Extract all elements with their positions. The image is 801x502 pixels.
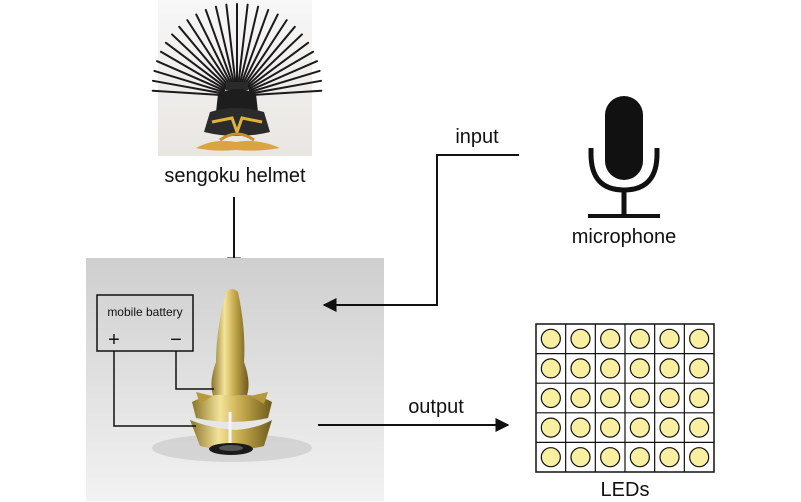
- led: [689, 447, 710, 468]
- crest-spike: [171, 33, 228, 88]
- led: [600, 417, 621, 438]
- crest-spike: [248, 50, 315, 90]
- led: [600, 358, 621, 379]
- crest-spike: [249, 89, 323, 97]
- crest-spike: [243, 19, 288, 86]
- led: [570, 387, 591, 409]
- led: [540, 417, 561, 438]
- battery-plus: +: [108, 329, 120, 351]
- output-label: output: [408, 396, 464, 418]
- led: [540, 447, 561, 468]
- led-matrix: [535, 323, 715, 473]
- led: [570, 358, 591, 379]
- crest-spike: [156, 60, 226, 92]
- crest-spike: [246, 33, 303, 88]
- battery-minus-wire: [175, 351, 214, 390]
- sengoku-helmet-photo: [151, 0, 323, 156]
- led: [629, 417, 650, 438]
- crest-spike: [159, 50, 226, 90]
- led: [600, 387, 621, 409]
- led: [659, 417, 680, 438]
- led: [570, 447, 591, 468]
- crest-spike: [240, 8, 270, 84]
- led: [570, 328, 591, 349]
- battery-minus: −: [170, 329, 182, 351]
- crest-spike: [214, 5, 235, 84]
- led: [659, 328, 680, 349]
- crest-spike: [153, 69, 225, 93]
- microphone-icon: [588, 96, 660, 218]
- led: [629, 447, 650, 468]
- battery-label: mobile battery: [107, 305, 182, 319]
- crest-spike: [178, 25, 230, 87]
- gold-helmet-crest: [211, 289, 249, 398]
- crest-spike: [249, 69, 321, 93]
- battery-plus-wire: [113, 351, 196, 427]
- leds-label: LEDs: [601, 479, 650, 501]
- led: [540, 387, 561, 409]
- led: [689, 387, 710, 409]
- led: [540, 358, 561, 379]
- crest-spike: [204, 8, 234, 84]
- crest-spike: [239, 5, 260, 84]
- crest-spike: [249, 79, 323, 95]
- led: [600, 447, 621, 468]
- microphone-label: microphone: [572, 226, 677, 248]
- helmet-label: sengoku helmet: [164, 165, 306, 187]
- crest-spike: [242, 13, 279, 85]
- crest-spike: [151, 79, 225, 95]
- crest-spike: [186, 19, 231, 86]
- led: [659, 387, 680, 409]
- led: [629, 387, 650, 409]
- input-label: input: [455, 126, 499, 148]
- crest-spike: [195, 13, 232, 85]
- crest-spike: [225, 3, 237, 84]
- led: [540, 328, 561, 349]
- crest-spike: [237, 3, 249, 84]
- led: [659, 447, 680, 468]
- crest-spike: [151, 89, 225, 97]
- led: [600, 328, 621, 349]
- mobile-battery: mobile battery + −: [96, 294, 194, 352]
- led: [659, 358, 680, 379]
- input-arrow: [322, 154, 519, 312]
- helmet-crest-fan: [151, 3, 323, 97]
- led: [689, 417, 710, 438]
- led: [570, 417, 591, 438]
- crest-spike: [164, 41, 227, 89]
- led: [629, 358, 650, 379]
- crest-spike: [247, 41, 310, 89]
- led: [689, 328, 710, 349]
- crest-spike: [248, 60, 318, 92]
- led: [689, 358, 710, 379]
- crest-spike: [244, 25, 296, 87]
- led: [629, 328, 650, 349]
